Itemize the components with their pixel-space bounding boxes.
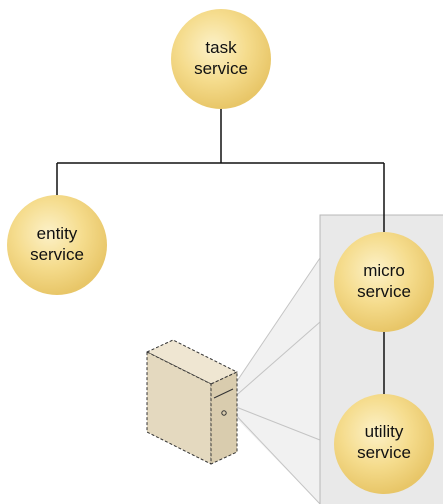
utility-service-circle bbox=[334, 394, 434, 494]
projection-ray-2 bbox=[230, 321, 321, 401]
server-power-button bbox=[221, 410, 227, 416]
server-drive-slot bbox=[213, 388, 234, 399]
entity-service-circle bbox=[7, 195, 107, 295]
node-task-service: task service bbox=[171, 9, 271, 109]
node-entity-service: entity service bbox=[7, 195, 107, 295]
task-service-circle bbox=[171, 9, 271, 109]
projection-ray-1 bbox=[230, 257, 321, 391]
connectors bbox=[56, 108, 385, 395]
micro-service-circle bbox=[334, 232, 434, 332]
server-tower-icon bbox=[146, 339, 238, 465]
projection-ray-3 bbox=[230, 404, 321, 441]
task-service-label-line2: service bbox=[194, 59, 248, 78]
projection-ray-4 bbox=[230, 409, 321, 504]
utility-service-label-line1: utility bbox=[365, 422, 404, 441]
micro-service-label-line2: service bbox=[357, 282, 411, 301]
task-service-label-line1: task bbox=[205, 38, 237, 57]
node-utility-service: utility service bbox=[334, 394, 434, 494]
server-right-face bbox=[210, 371, 238, 465]
entity-service-label-line2: service bbox=[30, 245, 84, 264]
projection-wedge bbox=[230, 258, 320, 504]
entity-service-label-line1: entity bbox=[37, 224, 78, 243]
micro-service-label-line1: micro bbox=[363, 261, 405, 280]
node-micro-service: micro service bbox=[334, 232, 434, 332]
utility-service-label-line2: service bbox=[357, 443, 411, 462]
